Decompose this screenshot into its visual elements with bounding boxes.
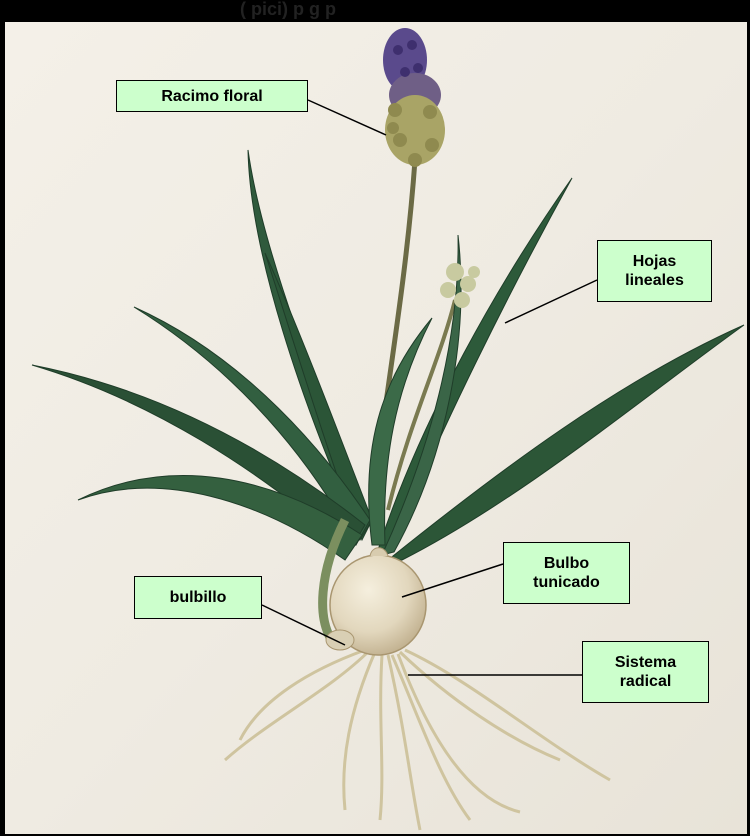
cropped-header-text: ( pici) p g p	[240, 0, 336, 19]
label-bulbo-tunicado: Bulbo tunicado	[503, 542, 630, 604]
label-racimo-floral: Racimo floral	[116, 80, 308, 112]
label-bulbillo: bulbillo	[134, 576, 262, 619]
bulbil	[326, 630, 354, 650]
label-hojas-lineales: Hojas lineales	[597, 240, 712, 302]
label-sistema-radical: Sistema radical	[582, 641, 709, 703]
